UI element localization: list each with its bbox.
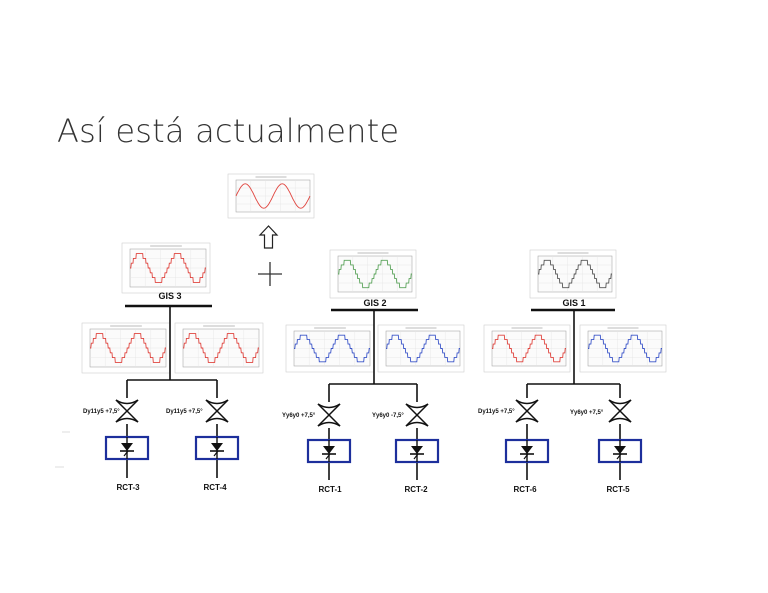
waveform-plot-t1	[285, 324, 375, 373]
rectifier-label: RCT-3	[116, 483, 140, 492]
bus-label-gis1: GIS 1	[562, 298, 585, 308]
transformer-label: Yy6y0 +7,5°	[570, 410, 604, 416]
waveform-plot-t5	[579, 324, 667, 373]
transformer-icon	[608, 399, 632, 423]
rectifier-label: RCT-4	[203, 483, 227, 492]
rectifier-label: RCT-1	[318, 485, 342, 494]
waveform-plot-t4	[174, 322, 264, 374]
thyristor-icon	[504, 438, 550, 464]
thyristor-icon	[306, 438, 352, 464]
transformer-label: Dy11y5 +7,5°	[83, 409, 120, 415]
transformer-label: Dy11y5 +7,5°	[478, 409, 515, 415]
transformer-icon	[515, 399, 539, 423]
rectifier-label: RCT-2	[404, 485, 428, 494]
waveform-plot-combined	[227, 173, 315, 219]
rectifier-label: RCT-5	[606, 485, 630, 494]
transformer-label: Dy11y5 +7,5°	[166, 409, 203, 415]
waveform-plot-gis2	[329, 249, 417, 299]
plus-icon	[258, 262, 282, 286]
waveform-plot-t3	[81, 322, 171, 374]
transformer-icon	[115, 399, 139, 423]
rectifier-label: RCT-6	[513, 485, 537, 494]
bus-label-gis3: GIS 3	[158, 291, 181, 301]
thyristor-icon	[194, 435, 240, 461]
waveform-plot-gis1	[529, 249, 617, 299]
thyristor-icon	[104, 435, 150, 461]
waveform-plot-t6	[483, 324, 571, 373]
bus-label-gis2: GIS 2	[363, 298, 386, 308]
up-arrow-icon	[258, 225, 279, 249]
waveform-plot-gis3	[121, 242, 211, 294]
thyristor-icon	[394, 438, 440, 464]
transformer-label: Yy6y0 -7,5°	[372, 413, 404, 419]
transformer-icon	[205, 399, 229, 423]
transformer-icon	[317, 403, 341, 427]
transformer-label: Yy6y0 +7,5°	[282, 413, 316, 419]
transformer-icon	[405, 403, 429, 427]
waveform-plot-t2	[377, 324, 465, 373]
thyristor-icon	[597, 438, 643, 464]
slide-title: Así está actualmente	[57, 112, 400, 150]
